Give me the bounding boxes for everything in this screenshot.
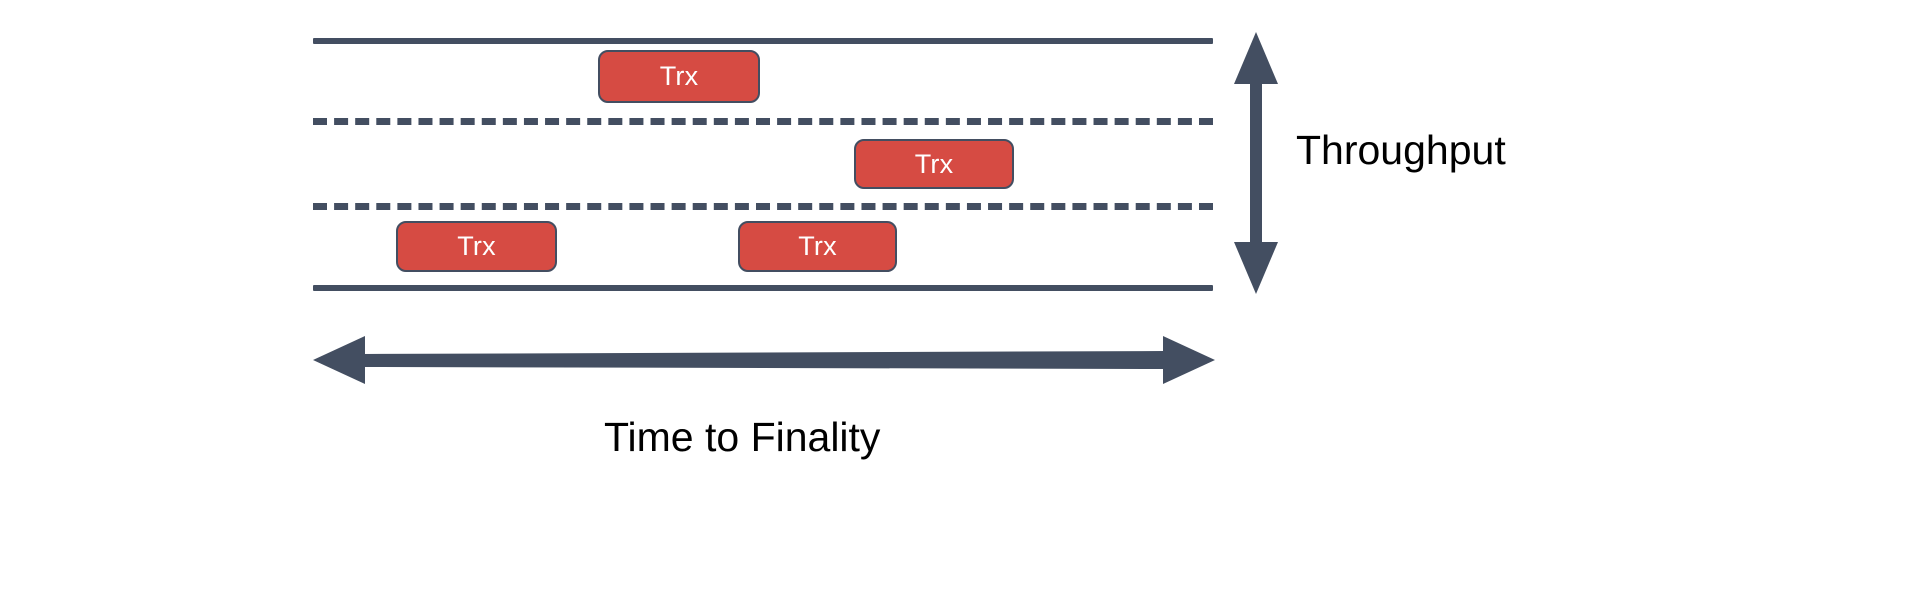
transaction-box: Trx: [396, 221, 557, 272]
lane-top-boundary-line: [313, 38, 1213, 44]
double-arrow-horizontal-icon: [313, 336, 1215, 384]
transaction-box: Trx: [854, 139, 1014, 189]
lane-divider-lower-dashed-line: [313, 203, 1213, 210]
time-to-finality-axis-label: Time to Finality: [604, 414, 881, 460]
transaction-box: Trx: [598, 50, 760, 103]
lane-divider-upper-dashed-line: [313, 118, 1213, 125]
double-arrow-vertical-icon: [1234, 32, 1278, 294]
lane-bottom-boundary-line: [313, 285, 1213, 291]
transaction-box: Trx: [738, 221, 897, 272]
throughput-axis-label: Throughput: [1296, 127, 1506, 173]
